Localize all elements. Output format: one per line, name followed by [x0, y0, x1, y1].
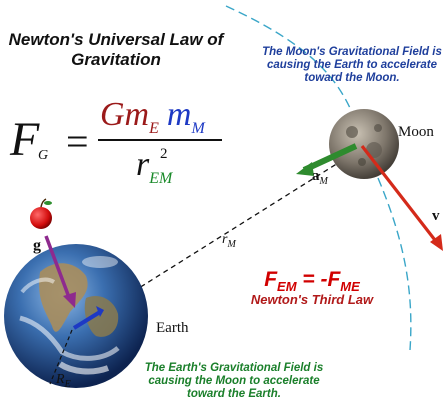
- orbit-radius-label: rM: [222, 232, 236, 250]
- moon-label: Moon: [398, 124, 434, 141]
- formula-force-symbol: F: [10, 112, 39, 167]
- diagram-title: Newton's Universal Law of Gravitation: [4, 30, 228, 70]
- moon-globe: [329, 109, 399, 179]
- earth-globe: [4, 244, 148, 388]
- third-law-name: Newton's Third Law: [212, 292, 412, 307]
- gravity-label: g: [33, 237, 41, 255]
- accel-subscript: M: [320, 176, 328, 187]
- accel-symbol: a: [312, 168, 320, 184]
- velocity-label: v: [432, 208, 440, 225]
- earth-radius-label: RE: [56, 372, 71, 390]
- formula-gm: Gm: [100, 96, 149, 133]
- moon-field-note: The Moon's Gravitational Field is causin…: [256, 46, 448, 85]
- earth-label: Earth: [156, 320, 188, 337]
- earth-field-note: The Earth's Gravitational Field is causi…: [134, 362, 334, 401]
- formula-r: r: [136, 146, 149, 183]
- third-law-rhs: F: [327, 268, 340, 291]
- formula-gm-subscript: E: [149, 120, 159, 137]
- formula-force-subscript: G: [38, 148, 48, 164]
- earth-radius-subscript: E: [65, 379, 71, 390]
- moon-acceleration-label: aM: [312, 168, 328, 187]
- formula-m: m: [167, 96, 192, 133]
- third-law-equation: FEM = -FME: [232, 268, 392, 294]
- formula-r-subscript: EM: [149, 170, 172, 187]
- third-law-lhs: F: [264, 268, 277, 291]
- formula-fraction-bar: [98, 139, 222, 141]
- earth-radius-symbol: R: [56, 372, 65, 387]
- apple-icon: [30, 199, 52, 229]
- third-law-equals: = -: [297, 268, 328, 291]
- orbit-radius-subscript: M: [227, 239, 235, 250]
- velocity-arrow: [362, 146, 438, 244]
- formula-r-exponent: 2: [160, 146, 168, 163]
- formula-m-subscript: M: [191, 120, 204, 137]
- formula-equals: =: [66, 118, 89, 165]
